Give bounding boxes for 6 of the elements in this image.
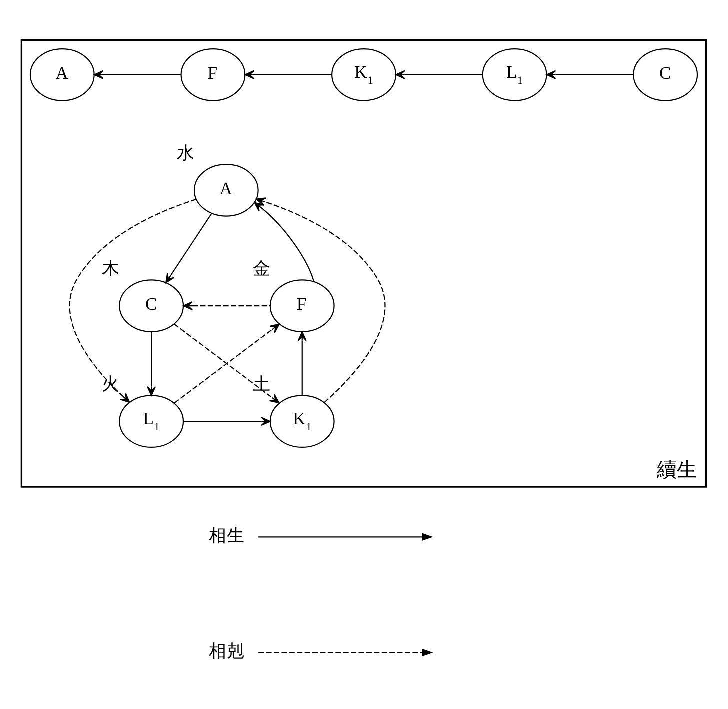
node-label: 水 — [176, 142, 195, 162]
node-label: 土 — [252, 374, 271, 394]
legend-label: 相生 — [208, 524, 245, 545]
legend-label: 相剋 — [208, 640, 245, 660]
node-label: 木 — [102, 258, 120, 278]
node-label: 金 — [252, 258, 271, 278]
